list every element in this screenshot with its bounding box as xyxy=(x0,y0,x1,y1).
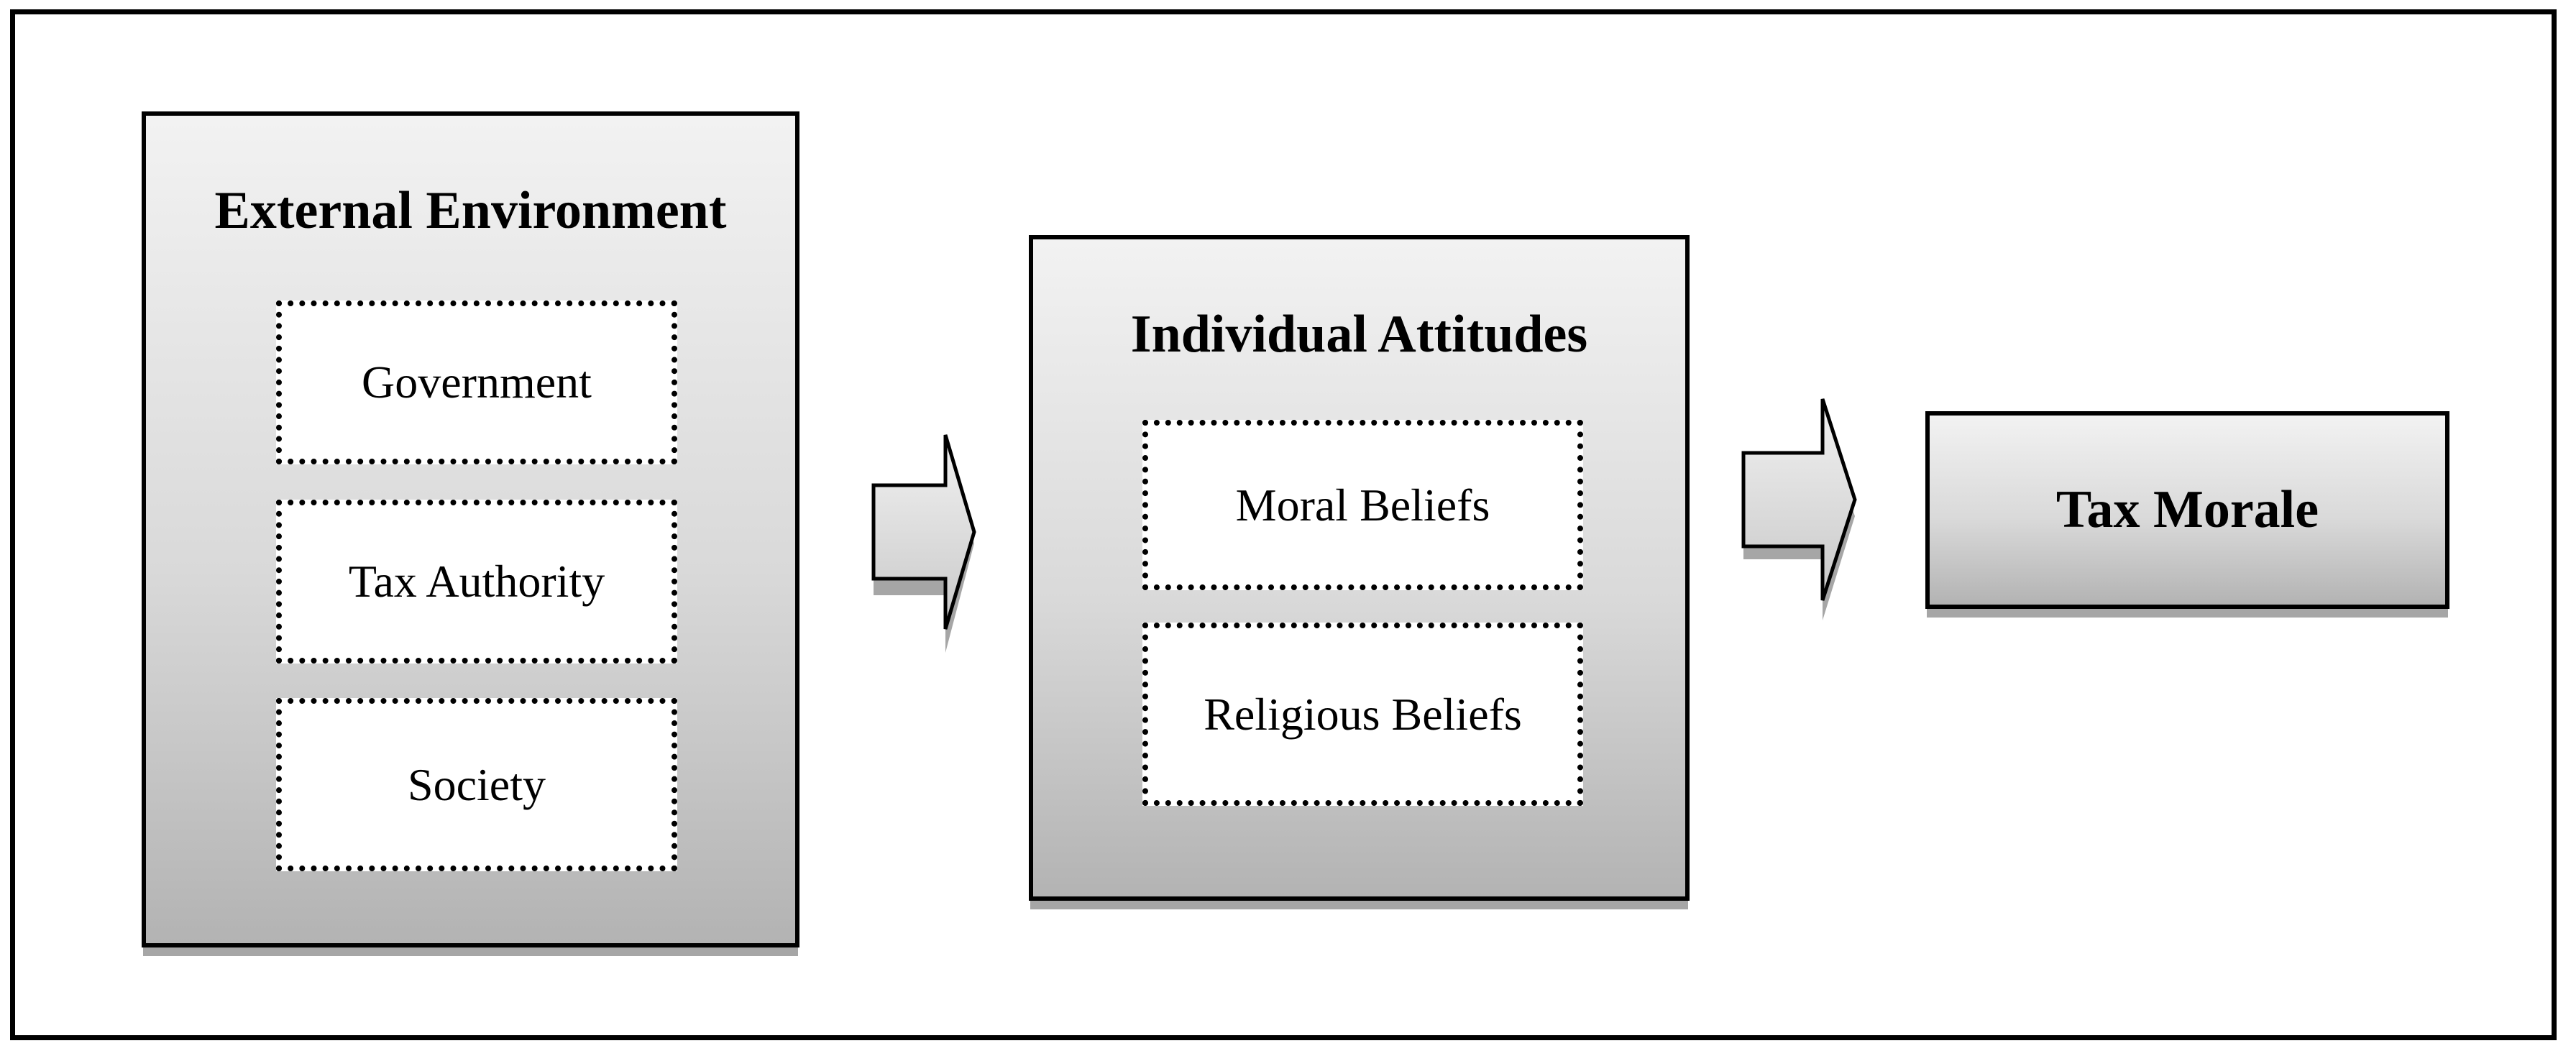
religious-beliefs-box: Religious Beliefs xyxy=(1142,623,1583,806)
arrow-right-icon xyxy=(1741,398,1857,620)
moral-beliefs-label: Moral Beliefs xyxy=(1235,479,1490,531)
tax-authority-label: Tax Authority xyxy=(348,556,605,607)
tax-authority-box: Tax Authority xyxy=(276,500,677,664)
arrow-right-icon xyxy=(871,434,976,653)
tax-morale-box: Tax Morale xyxy=(1925,411,2449,609)
individual-attitudes-title: Individual Attitudes xyxy=(1130,305,1588,364)
society-label: Society xyxy=(408,758,546,810)
religious-beliefs-label: Religious Beliefs xyxy=(1204,688,1522,740)
tax-morale-title: Tax Morale xyxy=(2055,480,2319,539)
external-environment-panel: External Environment Government Tax Auth… xyxy=(142,111,799,947)
government-box: Government xyxy=(276,300,677,464)
moral-beliefs-box: Moral Beliefs xyxy=(1142,420,1583,590)
government-label: Government xyxy=(362,357,592,408)
external-environment-title: External Environment xyxy=(214,181,727,240)
society-box: Society xyxy=(276,698,677,871)
individual-attitudes-panel: Individual Attitudes Moral Beliefs Relig… xyxy=(1029,235,1690,901)
